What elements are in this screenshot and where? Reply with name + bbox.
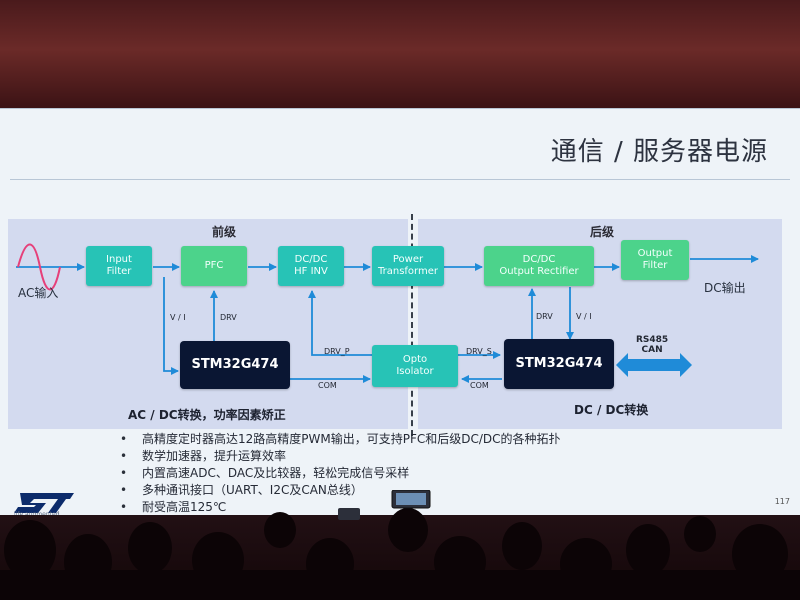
logo-tagline: life.augmented bbox=[14, 511, 60, 518]
vi-left-label: V / I bbox=[170, 313, 186, 322]
dc-output-label: DC输出 bbox=[704, 281, 746, 295]
feature-item: 耐受高温125℃ bbox=[120, 499, 561, 516]
drv-p-label: DRV_P bbox=[324, 347, 350, 356]
slide-title: 通信 / 服务器电源 bbox=[550, 137, 768, 167]
drv-left-label: DRV bbox=[220, 313, 237, 322]
raised-phone bbox=[338, 508, 360, 520]
drv-s-label: DRV_S bbox=[466, 347, 492, 356]
st-logo bbox=[14, 493, 74, 513]
ac-wave bbox=[17, 243, 61, 291]
title-divider bbox=[10, 179, 790, 180]
page-number: 117 bbox=[774, 497, 790, 506]
input-filter-block: Input Filter bbox=[86, 246, 152, 286]
pfc-block: PFC bbox=[181, 246, 247, 286]
front-stage-caption: AC / DC转换，功率因素矫正 bbox=[128, 408, 286, 422]
rs485-can-label: RS485 CAN bbox=[636, 335, 669, 355]
feature-item: 高精度定时器高达12路高精度PWM输出，可支持PFC和后级DC/DC的各种拓扑 bbox=[120, 431, 561, 448]
drv-right-label: DRV bbox=[536, 312, 553, 321]
rs485-can-double-arrow bbox=[616, 353, 692, 377]
conference-hall-ceiling bbox=[0, 0, 800, 110]
stage-divider bbox=[411, 214, 413, 436]
diagram-connectors bbox=[16, 243, 759, 383]
vi-left-sense bbox=[163, 277, 179, 375]
audience-silhouettes bbox=[0, 490, 800, 600]
rear-stage-label: 后级 bbox=[590, 225, 615, 239]
presentation-slide: 通信 / 服务器电源 前级 后级 bbox=[0, 108, 800, 521]
rear-stage-panel bbox=[418, 219, 782, 429]
dcdc-hf-inv-block: DC/DC HF INV bbox=[278, 246, 344, 286]
dcdc-output-rectifier-block: DC/DC Output Rectifier bbox=[484, 246, 594, 286]
feature-item: 内置高速ADC、DAC及比较器，轻松完成信号采样 bbox=[120, 465, 561, 482]
feature-item: 数学加速器，提升运算效率 bbox=[120, 448, 561, 465]
feature-list: 高精度定时器高达12路高精度PWM输出，可支持PFC和后级DC/DC的各种拓扑 … bbox=[120, 431, 561, 516]
drv-p-line bbox=[308, 290, 372, 356]
rear-stage-caption: DC / DC转换 bbox=[574, 403, 649, 417]
power-transformer-block: Power Transformer bbox=[372, 246, 444, 286]
output-filter-block: Output Filter bbox=[621, 240, 689, 280]
feature-item: 多种通讯接口（UART、I2C及CAN总线） bbox=[120, 482, 561, 499]
front-stage-label: 前级 bbox=[212, 225, 237, 239]
opto-isolator-block: Opto Isolator bbox=[372, 345, 458, 387]
com-left-label: COM bbox=[318, 381, 337, 390]
vi-right-label: V / I bbox=[576, 312, 592, 321]
mcu-rear-stm32g474: STM32G474 bbox=[504, 339, 614, 389]
ac-input-label: AC输入 bbox=[18, 286, 59, 300]
com-right-label: COM bbox=[470, 381, 489, 390]
mcu-front-stm32g474: STM32G474 bbox=[180, 341, 290, 389]
